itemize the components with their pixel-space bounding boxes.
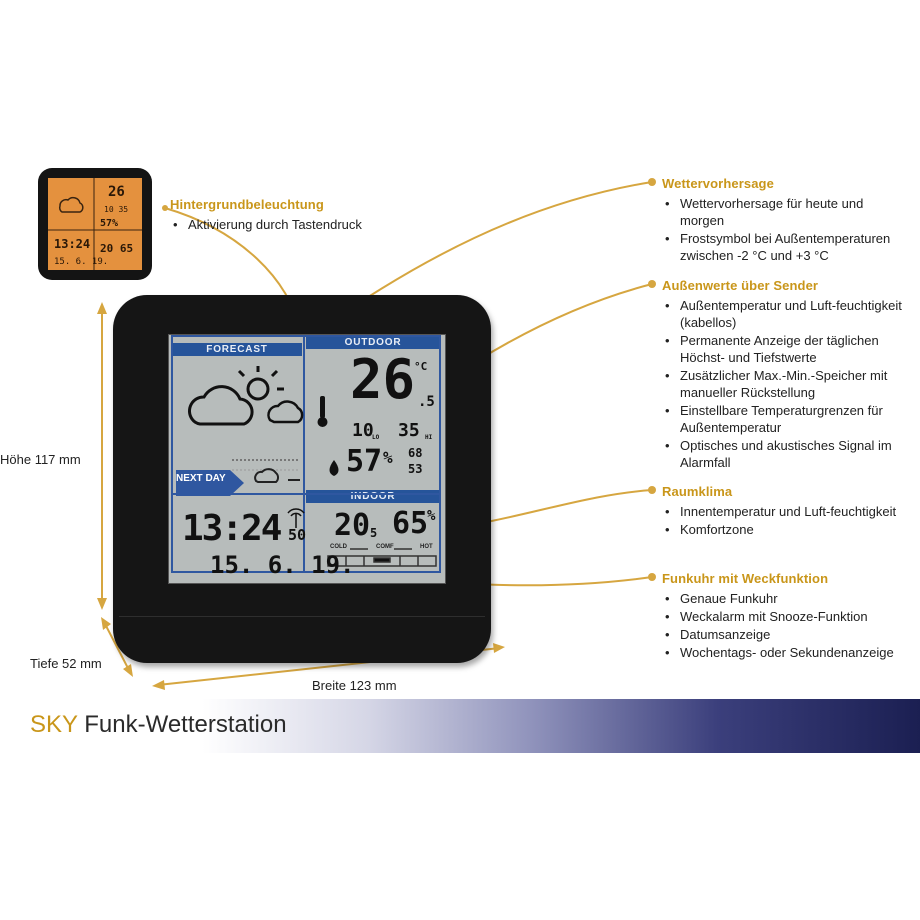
comf-label: COMF — [376, 544, 394, 550]
lcd-screen — [168, 334, 446, 584]
next-day-arrow-icon — [176, 470, 244, 496]
indoor-temp-decimal: 5 — [370, 526, 378, 540]
next-day-label: NEXT DAY — [176, 473, 226, 484]
outdoor-temperature: 26 — [350, 348, 416, 411]
section-heading: Funkuhr mit Weckfunktion — [662, 571, 829, 586]
hi-label: HI — [425, 434, 433, 441]
forecast-label: FORECAST — [172, 343, 302, 356]
height-dimension: Höhe 117 mm — [0, 452, 81, 467]
list-item: Wettervorhersage für heute und morgen — [662, 195, 902, 229]
list-item: Komfortzone — [662, 521, 902, 538]
section-list: Wettervorhersage für heute und morgen Fr… — [662, 195, 902, 265]
list-item: Genaue Funkuhr — [662, 590, 902, 607]
depth-arrow — [103, 621, 131, 673]
cloud-sun-icon — [188, 366, 304, 426]
list-item: Einstellbare Temperaturgrenzen für Außen… — [662, 402, 902, 436]
depth-dimension: Tiefe 52 mm — [30, 656, 102, 671]
list-item: Frostsymbol bei Außentemperaturen zwisch… — [662, 230, 902, 264]
outdoor-humidity: 57 — [346, 444, 383, 479]
section-list: Genaue Funkuhr Weckalarm mit Snooze-Funk… — [662, 590, 902, 662]
list-item: Weckalarm mit Snooze-Funktion — [662, 608, 902, 625]
date-display: 15. 6. 19. — [210, 551, 355, 579]
product-title: SKY Funk-Wetterstation — [30, 711, 287, 739]
humidity-max: 68 — [408, 446, 423, 460]
hot-label: HOT — [420, 544, 433, 550]
list-item: Wochentags- oder Sekundenanzeige — [662, 644, 902, 661]
outdoor-min-temp: 10 — [352, 420, 374, 441]
list-item: Innentemperatur und Luft-feuchtigkeit — [662, 503, 902, 520]
svg-text:20 65: 20 65 — [100, 242, 133, 255]
outdoor-temp-unit: °C — [414, 360, 428, 373]
list-item: Permanente Anzeige der täglichen Höchst-… — [662, 332, 902, 366]
list-item: Datumsanzeige — [662, 626, 902, 643]
outdoor-temp-decimal: .5 — [418, 394, 435, 410]
section-list: Innentemperatur und Luft-feuchtigkeit Ko… — [662, 503, 902, 539]
backlight-list: Aktivierung durch Tastendruck — [170, 216, 410, 234]
list-item: Außentemperatur und Luft-feuchtigkeit (k… — [662, 297, 902, 331]
backlit-lcd-content: 26 10 35 57% 13:24 15. 6. 19. 20 65 — [48, 178, 142, 270]
backlight-heading: Hintergrundbeleuchtung — [170, 197, 324, 212]
lo-label: LO — [372, 434, 380, 441]
svg-text:57%: 57% — [100, 218, 118, 229]
indoor-temperature: 20 — [334, 508, 371, 543]
clock-time: 13:24 — [182, 508, 282, 549]
backlit-screen: 26 10 35 57% 13:24 15. 6. 19. 20 65 — [48, 178, 142, 270]
brand-name: SKY — [30, 711, 78, 738]
humidity-min: 53 — [408, 462, 423, 476]
section-heading: Außenwerte über Sender — [662, 278, 819, 293]
title-banner — [0, 699, 920, 753]
svg-text:26: 26 — [108, 184, 125, 200]
list-item: Optisches und akustisches Signal im Alar… — [662, 437, 902, 471]
indoor-humidity-unit: % — [427, 508, 436, 524]
indoor-humidity: 65 — [392, 506, 429, 541]
clock-seconds: 50 — [288, 526, 307, 544]
humidity-drop-icon — [329, 460, 339, 476]
width-dimension: Breite 123 mm — [312, 678, 397, 693]
svg-text:13:24: 13:24 — [54, 237, 90, 251]
list-item: Aktivierung durch Tastendruck — [170, 216, 410, 233]
thermometer-icon — [317, 396, 328, 427]
outdoor-humidity-unit: % — [383, 448, 393, 467]
svg-text:15. 6. 19.: 15. 6. 19. — [54, 257, 108, 267]
lcd-graphics — [171, 335, 441, 573]
product-name: Funk-Wetterstation — [84, 711, 287, 738]
section-heading: Raumklima — [662, 484, 733, 499]
section-heading: Wettervorhersage — [662, 176, 774, 191]
cold-label: COLD — [330, 544, 347, 550]
section-list: Außentemperatur und Luft-feuchtigkeit (k… — [662, 297, 902, 472]
comfort-bar — [327, 548, 437, 567]
cloud-icon — [254, 468, 279, 483]
outdoor-max-temp: 35 — [398, 420, 420, 441]
svg-text:10 35: 10 35 — [104, 205, 128, 214]
radio-signal-icon — [287, 508, 305, 528]
list-item: Zusätzlicher Max.-Min.-Speicher mit manu… — [662, 367, 902, 401]
outdoor-label: OUTDOOR — [306, 336, 440, 349]
